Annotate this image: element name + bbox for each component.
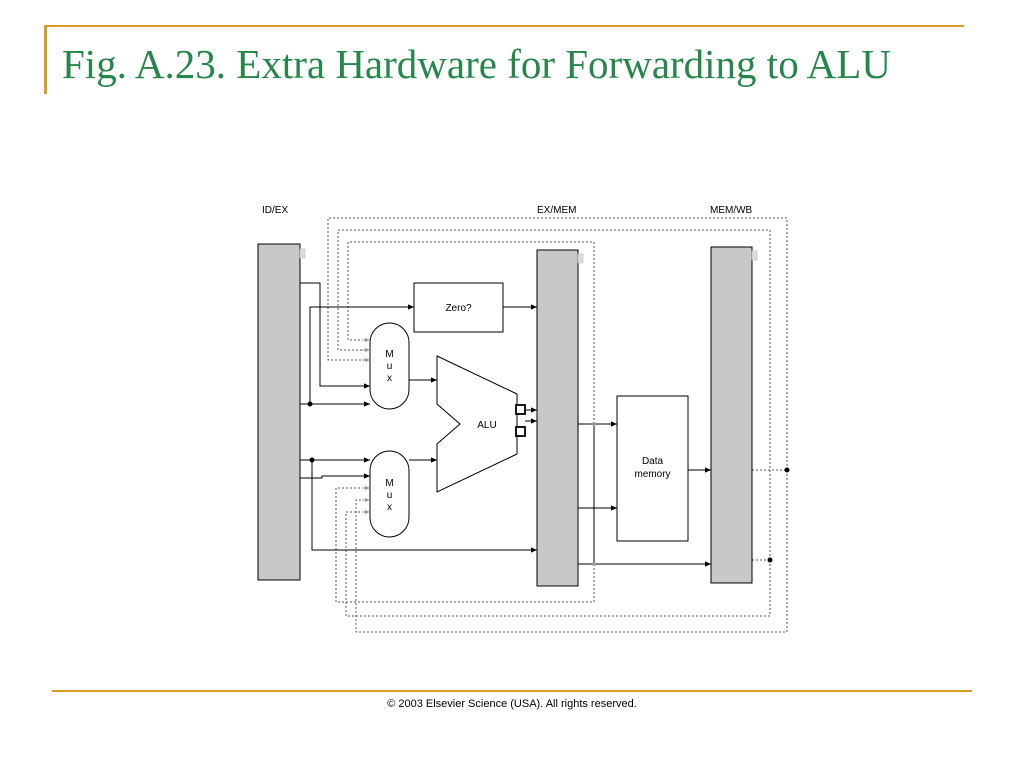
data-memory-label-1: Data bbox=[642, 456, 664, 467]
ex-mem-register bbox=[536, 249, 579, 587]
data-memory-label-2: memory bbox=[634, 469, 670, 480]
mem-wb-label: MEM/WB bbox=[710, 205, 753, 216]
mux-bottom-letter-u: u bbox=[387, 490, 393, 501]
slide-title: Fig. A.23. Extra Hardware for Forwarding… bbox=[62, 41, 891, 87]
mux-bottom-letter-m: M bbox=[385, 478, 393, 489]
alu-label: ALU bbox=[477, 420, 496, 431]
footer-accent-line bbox=[52, 690, 972, 692]
title-accent-bar bbox=[44, 26, 47, 94]
copyright-notice: © 2003 Elsevier Science (USA). All right… bbox=[387, 698, 637, 710]
mux-bottom-letter-x: x bbox=[387, 502, 392, 513]
forwarding-paths bbox=[327, 217, 788, 633]
mux-top bbox=[369, 322, 410, 410]
ex-mem-label: EX/MEM bbox=[537, 205, 576, 216]
title-accent-line bbox=[44, 25, 964, 27]
zero-test-label: Zero? bbox=[445, 303, 472, 314]
id-ex-register bbox=[257, 243, 301, 581]
mux-top-letter-x: x bbox=[387, 373, 392, 384]
mux-bottom bbox=[369, 450, 410, 538]
data-memory bbox=[616, 395, 689, 542]
alu bbox=[436, 355, 518, 493]
mux-top-letter-m: M bbox=[385, 349, 393, 360]
mem-wb-register bbox=[710, 246, 753, 584]
mux-top-letter-u: u bbox=[387, 361, 393, 372]
id-ex-label: ID/EX bbox=[262, 205, 288, 216]
